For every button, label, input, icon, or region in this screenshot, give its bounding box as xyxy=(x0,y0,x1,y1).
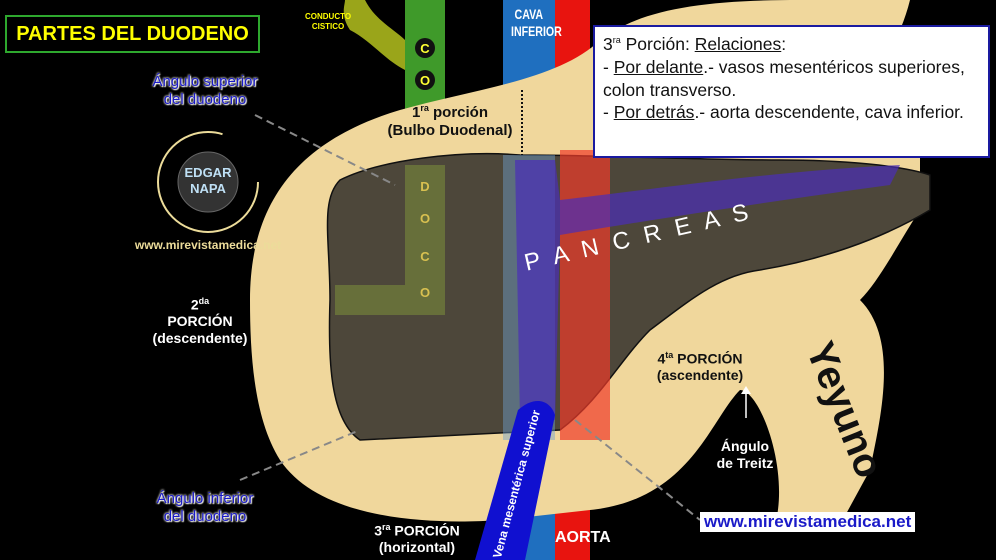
coledoco-intrapancreatico xyxy=(335,165,445,315)
text: INFERIOR xyxy=(511,22,562,39)
label-line: de Treitz xyxy=(716,454,774,471)
leader-line-vena xyxy=(574,419,701,521)
label-line: del duodeno xyxy=(163,91,247,108)
label-line: 3ra PORCIÓN xyxy=(362,522,472,539)
label-line: PORCIÓN xyxy=(167,313,233,330)
conducto-cistico-label: CONDUCTO CISTICO xyxy=(305,12,351,31)
text: .- vasos mesentéricos superiores, colon … xyxy=(603,56,965,100)
label-line: 2da xyxy=(140,296,260,313)
sup: ta xyxy=(665,350,674,360)
leader-line-superior xyxy=(254,114,396,186)
label-line: Ángulo superior xyxy=(152,73,258,90)
info-heading: 3ra Porción: Relaciones: xyxy=(603,33,980,56)
vena-esplenica-mesenterica xyxy=(515,160,900,420)
label-line: CAVA xyxy=(503,6,555,23)
coledoco-letter: C xyxy=(420,248,430,264)
text: 2 xyxy=(190,296,199,313)
aorta-label: AORTA xyxy=(555,529,611,546)
conducto-cistico xyxy=(343,0,405,70)
text: 3 xyxy=(374,522,383,539)
cuarta-porcion-label: 4ta PORCIÓN (ascendente) xyxy=(640,350,760,384)
text: PORCIÓN xyxy=(673,350,743,367)
label-line: (descendente) xyxy=(152,330,248,347)
coledoco-letter: O xyxy=(419,210,431,226)
text: 1 xyxy=(411,104,421,121)
text: 4 xyxy=(657,350,666,367)
label-line: (horizontal) xyxy=(378,539,456,556)
leader-line-inferior xyxy=(239,429,361,481)
label-line: (ascendente) xyxy=(656,367,744,384)
aorta-overlay xyxy=(560,150,610,440)
sup: ra xyxy=(420,103,429,113)
text: : xyxy=(781,34,787,54)
text: CAVA xyxy=(514,6,544,22)
logo-ring xyxy=(157,131,259,233)
label-line: 1ra porción xyxy=(370,103,530,122)
info-back: - Por detrás.- aorta descendente, cava i… xyxy=(603,102,964,123)
tercera-porcion-label: 3ra PORCIÓN (horizontal) xyxy=(362,522,472,556)
label-line: INFERIOR xyxy=(503,23,562,40)
text: PORCIÓN xyxy=(390,522,460,539)
sup: ra xyxy=(382,522,391,532)
label-line: NAPA xyxy=(190,180,226,196)
label-line: Ángulo inferior xyxy=(156,490,254,507)
angulo-superior-label: Ángulo superior del duodeno xyxy=(135,73,275,109)
text: Porción: xyxy=(620,34,695,54)
angulo-inferior-label: Ángulo inferior del duodeno xyxy=(135,490,275,526)
coledoco-letter: O xyxy=(419,284,431,300)
info-box-relaciones: 3ra Porción: Relaciones: - Por delante.-… xyxy=(593,25,990,158)
text: Por delante xyxy=(613,56,704,77)
segunda-porcion-label: 2da PORCIÓN (descendente) xyxy=(140,296,260,347)
website-link[interactable]: www.mirevistamedica.net xyxy=(700,512,916,532)
vena-mesenterica-superior xyxy=(475,400,555,560)
angulo-treitz-label: Ángulo de Treitz xyxy=(700,438,790,472)
label-line: EDGAR xyxy=(184,165,232,180)
text: porción xyxy=(428,104,489,121)
text: Por detrás xyxy=(613,102,695,123)
logo-text: EDGAR NAPA xyxy=(178,165,238,196)
text: .- aorta descendente, cava inferior. xyxy=(694,102,964,123)
info-front: - Por delante.- vasos mesentéricos super… xyxy=(603,56,965,100)
primera-porcion-label: 1ra porción (Bulbo Duodenal) xyxy=(370,103,530,140)
coledoco-letter: O xyxy=(415,70,435,90)
slide-title: PARTES DEL DUODENO xyxy=(5,15,260,53)
text: Relaciones xyxy=(694,34,782,54)
coledoco-letter: C xyxy=(415,38,435,58)
text: 3 xyxy=(603,34,613,54)
logo-badge xyxy=(177,151,239,213)
label-line: Ángulo xyxy=(720,438,770,454)
treitz-arrowhead xyxy=(741,386,751,394)
label-line: del duodeno xyxy=(163,508,247,525)
label-line: CONDUCTO xyxy=(305,12,352,21)
label-line: (Bulbo Duodenal) xyxy=(387,122,513,139)
cava-label: CAVA INFERIOR xyxy=(503,6,562,40)
sup: da xyxy=(198,296,210,306)
coledoco-letter: D xyxy=(420,178,430,194)
label-line: CISTICO xyxy=(311,21,345,31)
sup: ra xyxy=(612,35,621,46)
label-line: 4ta PORCIÓN xyxy=(640,350,760,367)
logo-ring-text: www.mirevistamedica.net xyxy=(134,238,282,252)
